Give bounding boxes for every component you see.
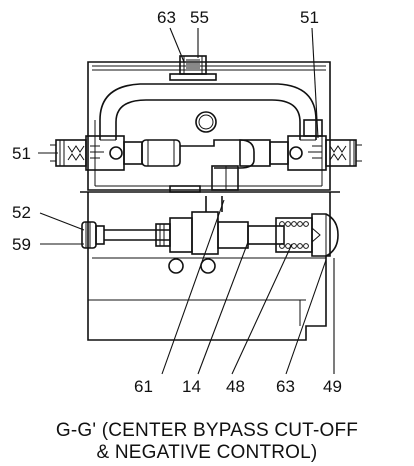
caption-line-1: G-G' (CENTER BYPASS CUT-OFF (55, 420, 359, 441)
top-plug-fitting (169, 55, 217, 81)
lower-port-circles (168, 258, 216, 274)
callout-55: 55 (190, 8, 209, 27)
central-passage (141, 139, 271, 191)
callout-63-bottom: 63 (276, 377, 295, 396)
spool-assembly (169, 196, 339, 257)
callout-51-left: 51 (12, 144, 31, 163)
left-cartridge-valve (50, 135, 143, 171)
spool-spring (279, 221, 309, 249)
caption-line-2: & NEGATIVE CONTROL) (96, 442, 318, 463)
callout-49: 49 (323, 377, 342, 396)
callout-48: 48 (226, 377, 245, 396)
callout-52: 52 (12, 203, 31, 222)
left-adjuster-knob (81, 221, 171, 249)
body-separator (80, 185, 340, 193)
right-cartridge-valve (269, 119, 362, 171)
bridge-passage (99, 83, 317, 141)
callout-51-right: 51 (300, 8, 319, 27)
callout-63-top: 63 (157, 8, 176, 27)
lower-housing (87, 192, 331, 341)
upper-housing (87, 61, 331, 191)
callout-59: 59 (12, 235, 31, 254)
upper-port-circle (195, 111, 217, 133)
callout-61: 61 (134, 377, 153, 396)
leader-lines (38, 27, 335, 375)
callout-14: 14 (182, 377, 201, 396)
